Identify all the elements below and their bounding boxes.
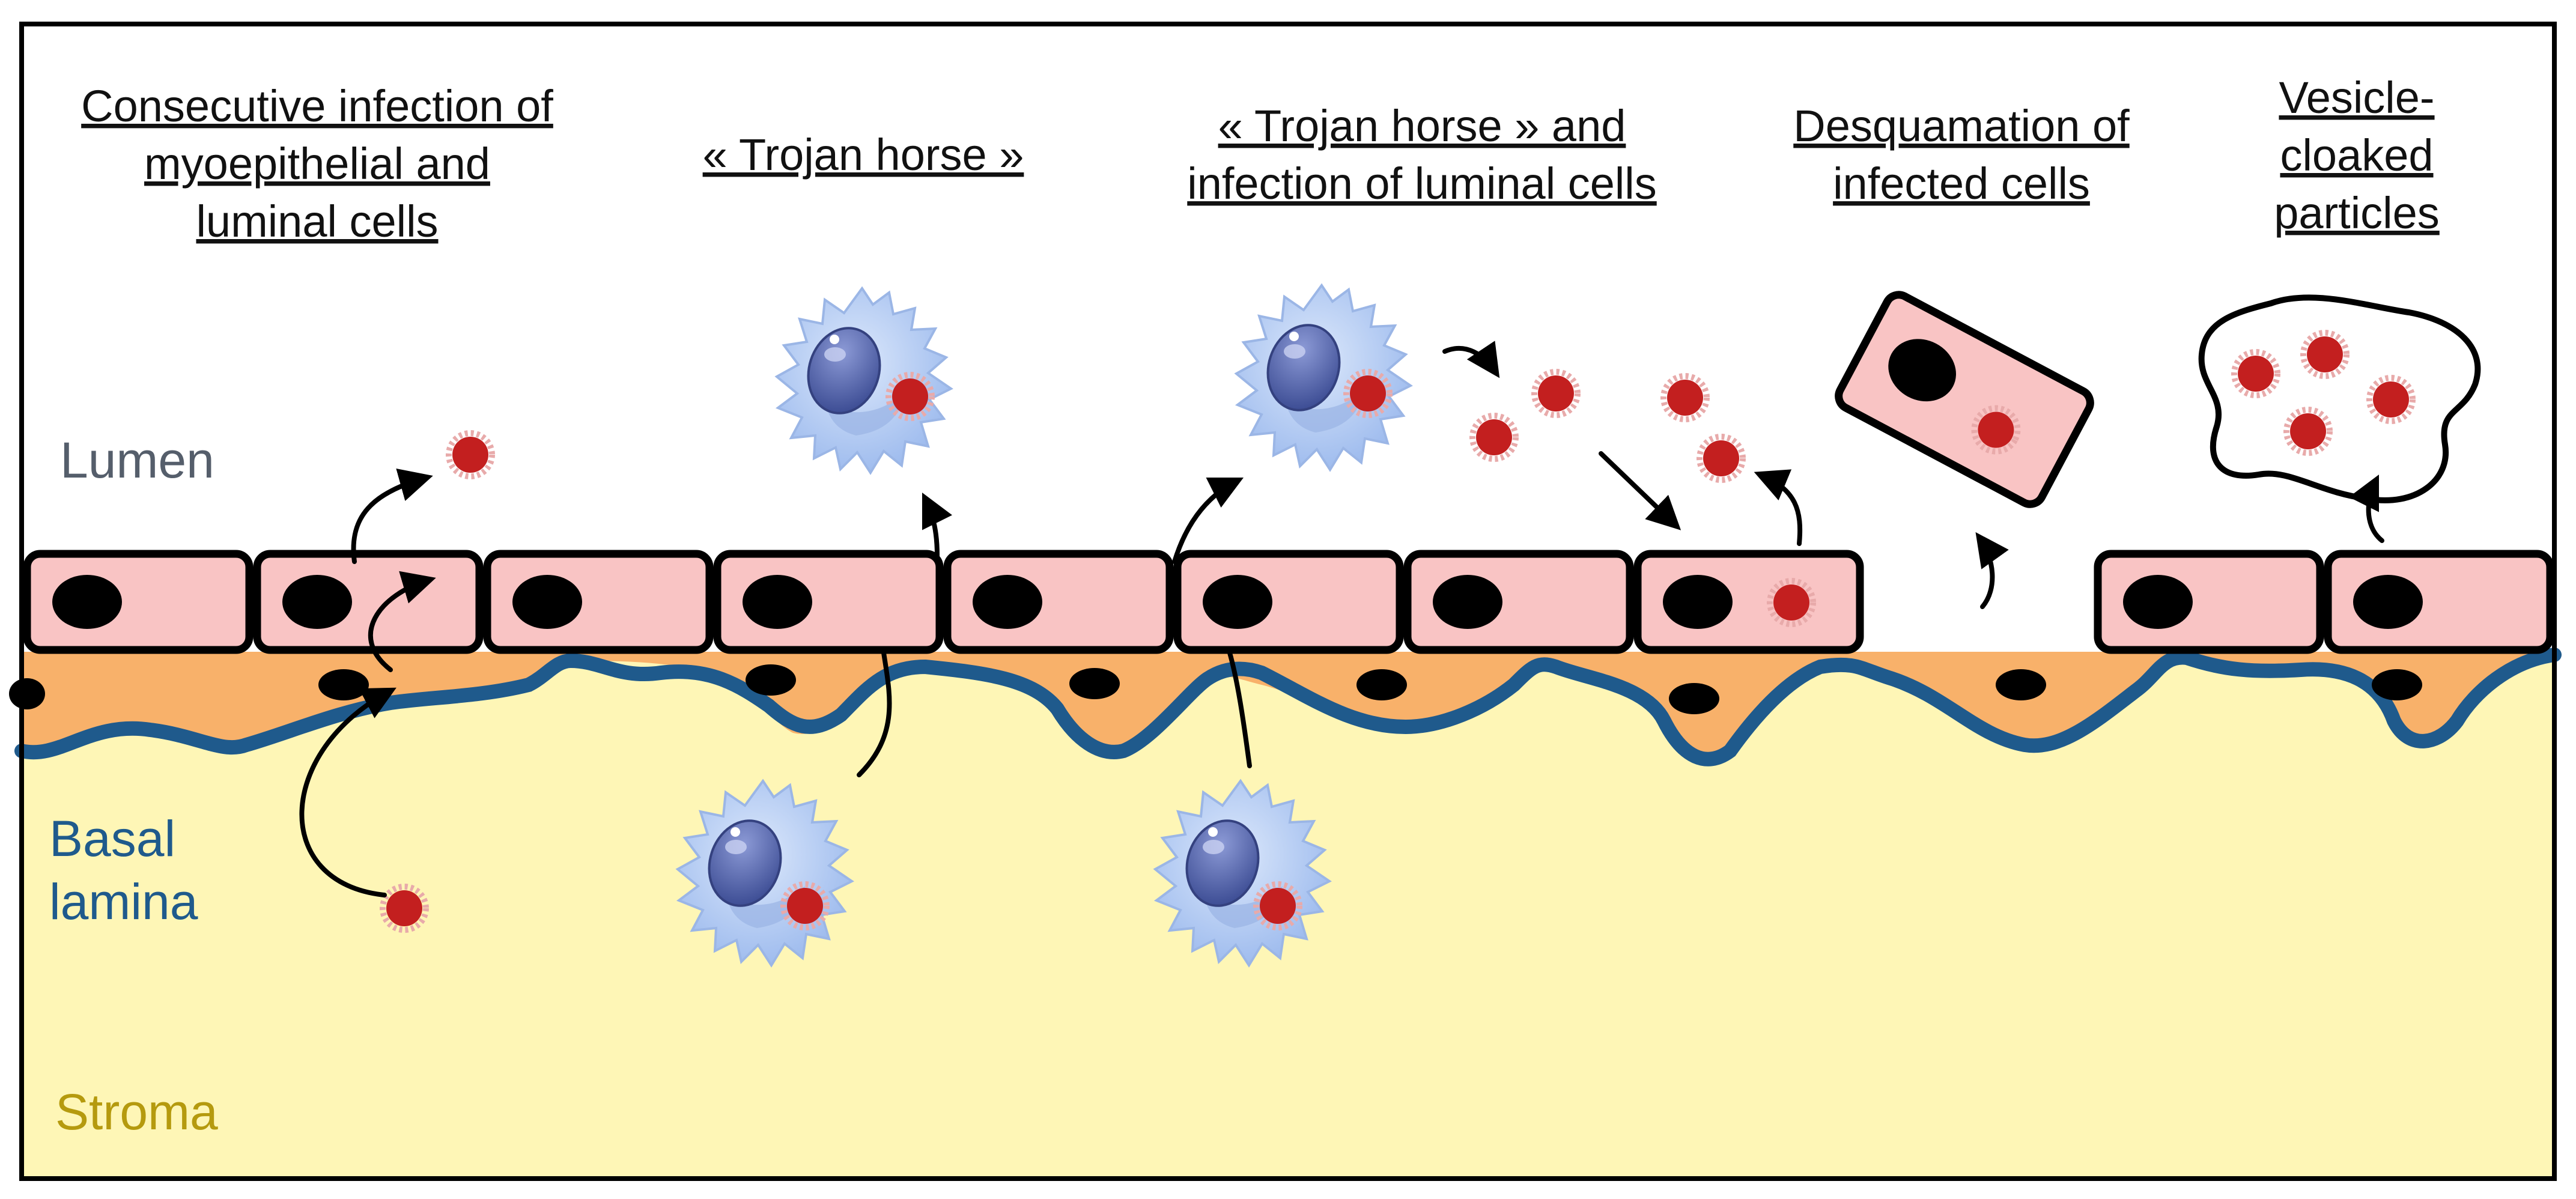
luminal-cell-layer bbox=[23, 550, 2554, 654]
heading-line: « Trojan horse » and bbox=[1218, 101, 1626, 151]
heading-line: infected cells bbox=[1833, 159, 2090, 208]
cell-nucleus bbox=[973, 575, 1042, 629]
cell-nucleus bbox=[1433, 575, 1502, 629]
cell-nucleus bbox=[512, 575, 582, 629]
luminal-cell bbox=[1403, 550, 1634, 654]
label-lamina: lamina bbox=[49, 873, 198, 930]
cell-nucleus bbox=[743, 575, 812, 629]
arrows bbox=[299, 341, 2384, 897]
vesicle-membrane bbox=[2198, 294, 2481, 503]
cell-nucleus bbox=[282, 575, 352, 629]
cell-nucleus bbox=[2353, 575, 2423, 629]
heading-line: infection of luminal cells bbox=[1187, 159, 1656, 208]
heading-line: luminal cells bbox=[196, 196, 438, 246]
heading-line: cloaked bbox=[2280, 130, 2433, 180]
luminal-cell bbox=[1173, 550, 1404, 654]
label-basal: Basal bbox=[49, 810, 175, 867]
luminal-cell bbox=[1633, 550, 1864, 654]
myoepithelial-layer bbox=[22, 652, 2554, 759]
heading-line: Vesicle- bbox=[2279, 73, 2434, 123]
heading-line: Desquamation of bbox=[1793, 101, 2130, 151]
heading-line: « Trojan horse » bbox=[703, 130, 1024, 180]
label-stroma: Stroma bbox=[55, 1084, 218, 1140]
luminal-cell bbox=[713, 550, 944, 654]
cell-nucleus bbox=[1663, 575, 1733, 629]
heading-trojan-horse-luminal: « Trojan horse » and infection of lumina… bbox=[1187, 101, 1656, 208]
heading-line: myoepithelial and bbox=[144, 139, 490, 189]
cell-nucleus bbox=[52, 575, 122, 629]
luminal-cell bbox=[2094, 550, 2324, 654]
heading-vesicle-cloaked: Vesicle- cloaked particles bbox=[2274, 73, 2440, 238]
heading-line: particles bbox=[2274, 188, 2440, 238]
heading-consecutive-infection: Consecutive infection of myoepithelial a… bbox=[81, 81, 553, 246]
basal-lamina-line bbox=[14, 648, 2562, 766]
luminal-cell bbox=[23, 550, 254, 654]
luminal-cell bbox=[2324, 550, 2554, 654]
cell-nucleus bbox=[1203, 575, 1272, 629]
luminal-cell bbox=[483, 550, 714, 654]
myoepithelial-nuclei bbox=[9, 664, 2422, 714]
luminal-cell bbox=[943, 550, 1174, 654]
heading-trojan-horse: « Trojan horse » bbox=[703, 130, 1024, 180]
label-lumen: Lumen bbox=[60, 432, 214, 488]
frame-border bbox=[19, 22, 2557, 1181]
desquamated-cell bbox=[1835, 291, 2094, 508]
heading-desquamation: Desquamation of infected cells bbox=[1793, 101, 2130, 208]
heading-line: Consecutive infection of bbox=[81, 81, 553, 131]
cell-nucleus bbox=[2123, 575, 2193, 629]
